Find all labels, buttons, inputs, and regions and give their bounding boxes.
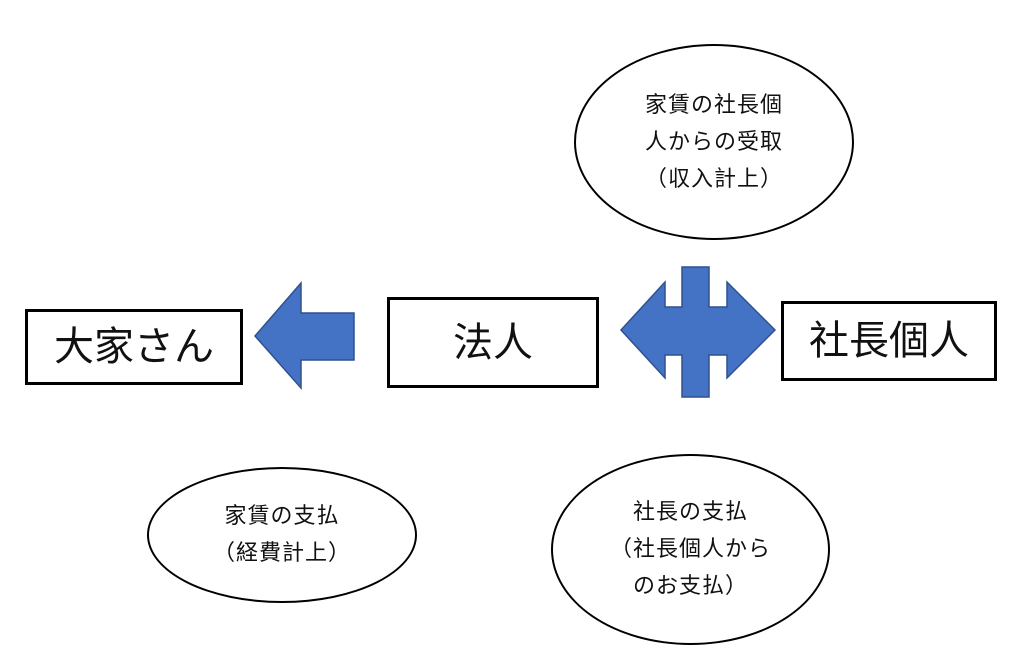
rent-received-note: 家賃の社長個 人からの受取 （収入計上）	[574, 44, 854, 240]
ceo-payment-note: 社長の支払 （社長個人から のお支払）	[551, 454, 830, 645]
rent-paid-line-2: （経費計上）	[212, 541, 351, 566]
rent-received-line-2: 人からの受取	[644, 129, 783, 155]
ceo-payment-line-2: （社長個人から	[609, 537, 771, 562]
corporation-box: 法人	[387, 297, 599, 388]
ceo-payment-line-1: 社長の支払	[632, 500, 748, 525]
landlord-box: 大家さん	[25, 309, 243, 385]
ceo-box: 社長個人	[781, 301, 997, 381]
landlord-label: 大家さん	[54, 324, 214, 370]
ceo-payment-line-3: のお支払）	[632, 574, 748, 599]
rent-received-line-1: 家賃の社長個	[644, 92, 783, 118]
ceo-label: 社長個人	[809, 318, 969, 364]
left-arrow-icon	[254, 280, 355, 390]
corporation-label: 法人	[453, 319, 533, 366]
rent-received-line-3: （収入計上）	[644, 166, 783, 192]
rent-paid-note: 家賃の支払 （経費計上）	[147, 467, 417, 603]
left-right-up-down-arrow-icon	[619, 266, 777, 398]
rent-paid-line-1: 家賃の支払	[224, 504, 340, 529]
